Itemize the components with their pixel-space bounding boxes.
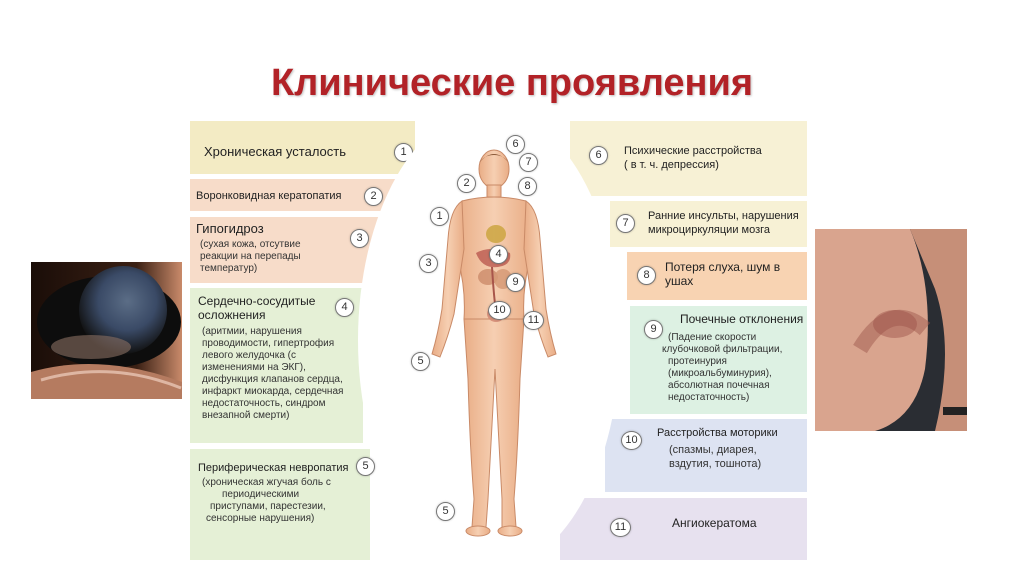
fatigue-label: Хроническая усталость [204, 144, 347, 159]
slide-title: Клинические проявления [270, 62, 754, 104]
hypohidrosis-line-3: температур) [200, 263, 258, 274]
body-marker-8: 8 [518, 177, 537, 196]
cardio-line-6: инфаркт миокарда, сердечная [202, 386, 344, 397]
kidney-line-5: абсолютная почечная [668, 380, 770, 391]
cardio-label-1: Сердечно-сосудитые [198, 294, 316, 308]
hypohidrosis-label: Гипогидроз [196, 221, 264, 236]
body-marker-2: 2 [457, 174, 476, 193]
cardio-line-1: (аритмии, нарушения [202, 326, 302, 337]
box-kidney: 9 Почечные отклонения (Падение скорости … [630, 306, 807, 414]
box-motility: 10 Расстройства моторики (спазмы, диарея… [605, 419, 807, 492]
box-cardio: Сердечно-сосудитые осложнения 4 (аритмии… [190, 288, 363, 443]
box-fatigue: Хроническая усталость 1 [190, 121, 415, 174]
neuropathy-line-1: (хроническая жгучая боль с [202, 477, 331, 488]
diagram-panel: Хроническая усталость 1 Воронковидная ке… [190, 121, 807, 560]
cardio-line-7: недостаточность, синдром [202, 398, 326, 409]
hypohidrosis-line-1: (сухая кожа, отсутвие [200, 239, 301, 250]
marker-3: 3 [350, 229, 369, 248]
kidney-line-4: (микроальбуминурия), [668, 368, 772, 379]
box-mental: 6 Психические расстройства ( в т. ч. деп… [570, 121, 807, 196]
neuropathy-line-3: приступами, парестезии, [210, 501, 326, 512]
marker-9-box: 9 [644, 320, 663, 339]
marker-11-box: 11 [610, 518, 631, 537]
hearing-line-1: Потеря слуха, шум в [665, 260, 781, 274]
box-stroke: 7 Ранние инсульты, нарушения микроциркул… [610, 201, 807, 247]
cardio-line-5: дисфункция клапанов сердца, [202, 374, 343, 385]
marker-2: 2 [364, 187, 383, 206]
neuropathy-label: Периферическая невропатия [198, 462, 349, 474]
cardio-line-3: левого желудочка (с [202, 350, 296, 361]
neuropathy-line-2: периодическими [222, 489, 300, 500]
box-keratopathy: Воронковидная кератопатия 2 [190, 179, 415, 211]
mental-line-2: ( в т. ч. депрессия) [624, 159, 719, 171]
angiokeratoma-photo [815, 229, 967, 431]
body-marker-7: 7 [519, 153, 538, 172]
marker-8-box: 8 [637, 266, 656, 285]
kidney-line-3: протеинурия [668, 356, 727, 367]
kidney-line-2: клубочковой фильтрации, [662, 344, 783, 355]
cardio-line-2: проводимости, гипертрофия [202, 338, 335, 349]
stroke-line-1: Ранние инсульты, нарушения [648, 210, 799, 222]
body-marker-5-hand: 5 [411, 352, 430, 371]
motility-line-1: (спазмы, диарея, [669, 444, 757, 456]
motility-line-2: вздутия, тошнота) [669, 458, 762, 470]
marker-4: 4 [335, 298, 354, 317]
body-marker-10: 10 [488, 301, 511, 320]
marker-6-box: 6 [589, 146, 608, 165]
body-marker-5-foot: 5 [436, 502, 455, 521]
box-hearing: 8 Потеря слуха, шум в ушах [627, 252, 807, 300]
kidney-label: Почечные отклонения [680, 312, 804, 326]
body-marker-9: 9 [506, 273, 525, 292]
cardio-label-2: осложнения [198, 308, 266, 322]
marker-5-box: 5 [356, 457, 375, 476]
marker-7-box: 7 [616, 214, 635, 233]
marker-10-box: 10 [621, 431, 642, 450]
neuropathy-line-4: сенсорные нарушения) [206, 513, 315, 524]
hearing-line-2: ушах [665, 274, 694, 288]
keratopathy-label: Воронковидная кератопатия [196, 190, 342, 202]
angiokeratoma-label: Ангиокератома [672, 516, 757, 530]
hypohidrosis-line-2: реакции на перепады [200, 251, 301, 262]
stroke-line-2: микроциркуляции мозга [648, 224, 771, 236]
box-angiokeratoma: 11 Ангиокератома [560, 498, 807, 560]
body-marker-4: 4 [489, 245, 508, 264]
cardio-line-8: внезапной смерти) [202, 410, 290, 421]
cardio-line-4: изменениями на ЭКГ), [202, 362, 306, 373]
mental-line-1: Психические расстройства [624, 145, 762, 157]
box-neuropathy: Периферическая невропатия 5 (хроническая… [190, 449, 375, 560]
body-marker-6: 6 [506, 135, 525, 154]
kidney-line-1: (Падение скорости [668, 332, 757, 343]
kidney-line-6: недостаточность) [668, 392, 750, 403]
body-marker-11: 11 [523, 311, 544, 330]
body-marker-1: 1 [430, 207, 449, 226]
eye-photo [31, 262, 182, 399]
body-marker-3: 3 [419, 254, 438, 273]
motility-label: Расстройства моторики [657, 427, 778, 439]
